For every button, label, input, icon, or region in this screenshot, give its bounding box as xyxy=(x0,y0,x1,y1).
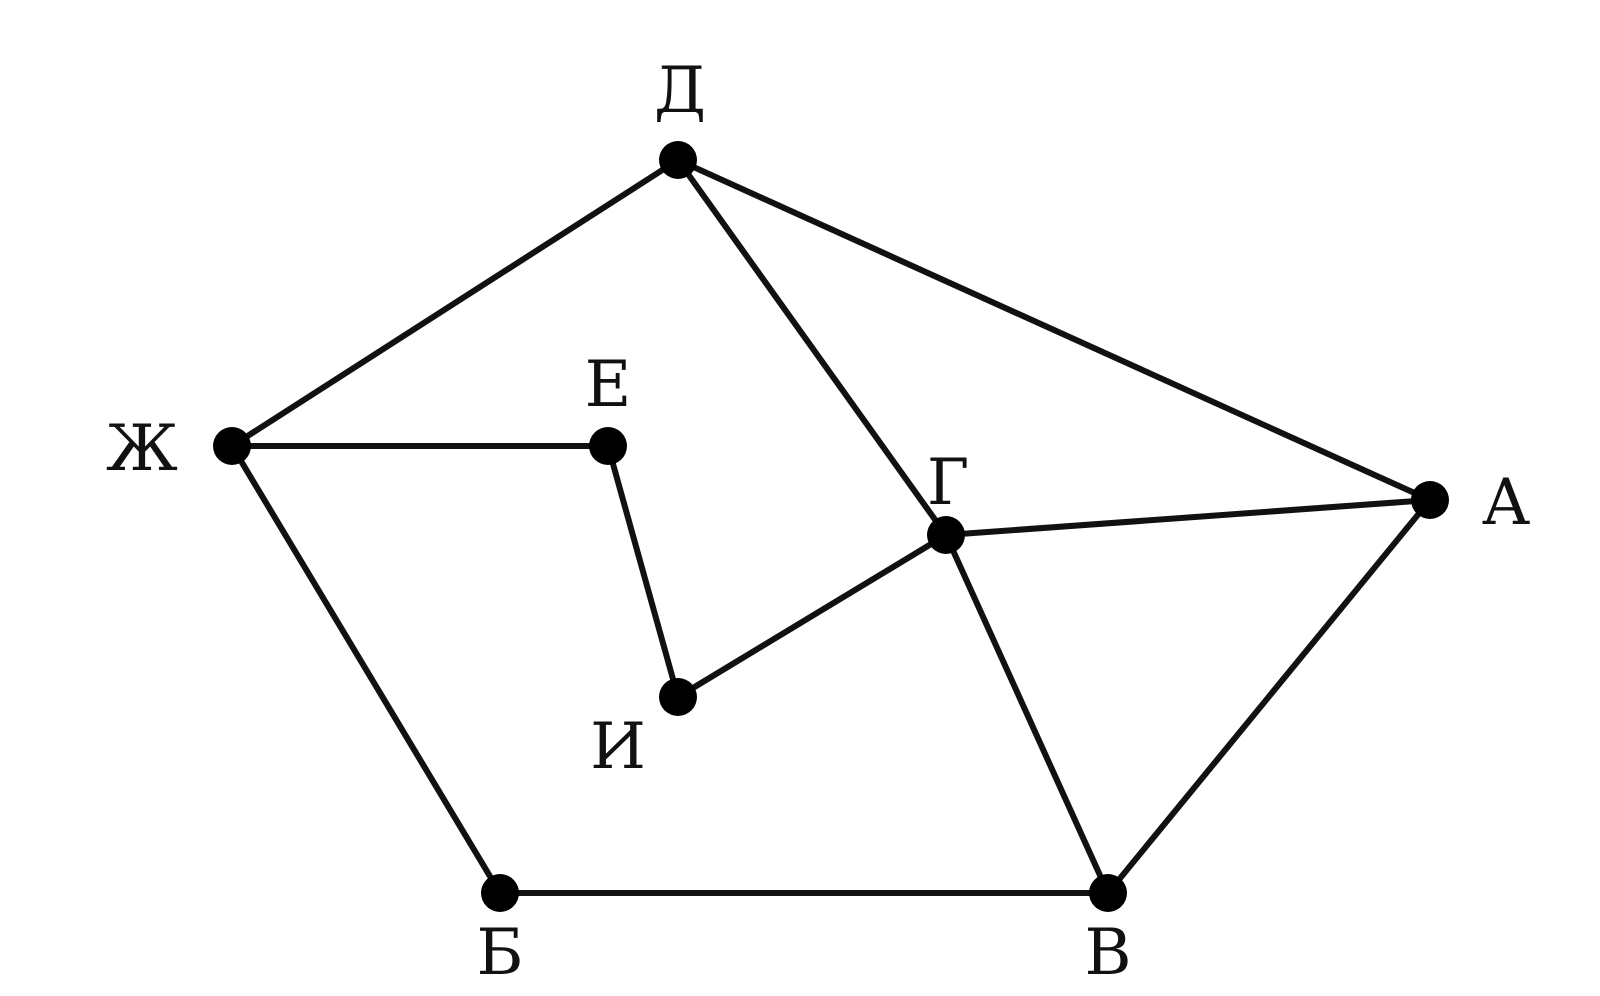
node-label-i: И xyxy=(590,710,646,784)
node-label-a: А xyxy=(1482,466,1530,540)
edge-g-a xyxy=(943,497,1433,538)
node-label-g: Г xyxy=(927,446,969,520)
node-label-b: Б xyxy=(476,916,523,990)
node-b xyxy=(481,874,519,912)
node-a xyxy=(1411,481,1449,519)
edge-zh-b xyxy=(229,443,503,896)
edge-d-a xyxy=(675,157,1433,503)
edge-d-g xyxy=(675,157,949,538)
node-g xyxy=(927,516,965,554)
node-zh xyxy=(213,427,251,465)
node-d xyxy=(659,141,697,179)
node-label-d: Д xyxy=(654,54,706,128)
edge-i-g xyxy=(675,532,949,700)
node-v xyxy=(1089,874,1127,912)
node-label-zh: Ж xyxy=(106,412,178,486)
edge-a-v xyxy=(1105,497,1433,896)
node-label-e: Е xyxy=(585,348,632,422)
node-label-v: В xyxy=(1084,916,1131,990)
nodes-group xyxy=(213,141,1449,912)
edge-d-zh xyxy=(229,157,681,449)
node-i xyxy=(659,678,697,716)
edges-group xyxy=(229,157,1433,896)
edge-e-i xyxy=(605,443,681,700)
labels-group: А Б В Г Д Е Ж И xyxy=(106,54,1530,990)
edge-g-v xyxy=(943,532,1111,896)
node-e xyxy=(589,427,627,465)
